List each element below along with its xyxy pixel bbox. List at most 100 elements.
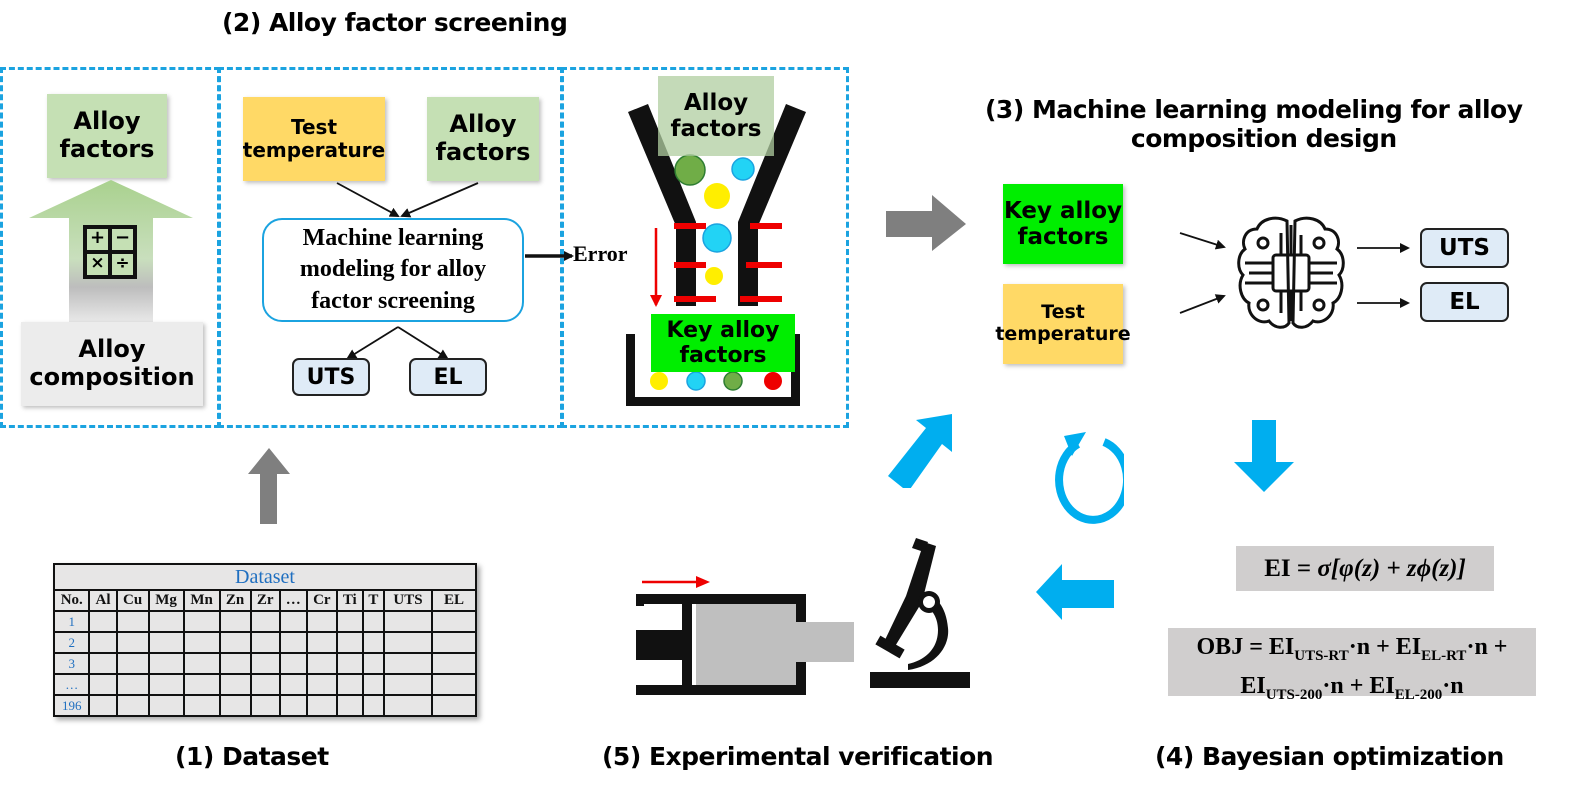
- table-cell: [218, 673, 252, 696]
- ei-formula: EI = σ[φ(z) + zϕ(z)]: [1236, 546, 1494, 591]
- column-header: Mn: [182, 589, 221, 612]
- column-header: Zn: [218, 589, 252, 612]
- alloy-factors-line2: factors: [59, 135, 155, 163]
- table-cell: [115, 694, 150, 717]
- refresh-cycle-icon: [1055, 432, 1124, 524]
- table-cell: [115, 610, 150, 633]
- blue-down-arrow: [1234, 420, 1294, 492]
- table-row: 3: [52, 652, 477, 675]
- funnel-left-wall: [628, 104, 696, 306]
- funnel-bottom-line2: factors: [679, 343, 767, 368]
- column-header: Mg: [147, 589, 185, 612]
- obj-term-base: EI: [1369, 672, 1395, 699]
- sieve-bar: [746, 262, 782, 268]
- calculator-icon: + − × ÷: [82, 224, 138, 280]
- calc-times: ×: [90, 253, 105, 273]
- table-cell: [182, 694, 221, 717]
- section-title-ml-line1: (3) Machine learning modeling for alloy: [985, 95, 1523, 124]
- column-header: EL: [431, 589, 477, 612]
- table-cell: [249, 673, 281, 696]
- table-cell: [335, 631, 364, 654]
- objective-formula-line2: EIUTS-200·n + EIEL-200·n: [1168, 671, 1536, 710]
- table-cell: [431, 673, 477, 696]
- column-header: No.: [52, 589, 91, 612]
- obj-term-base: EI: [1240, 672, 1266, 699]
- column-header: Cu: [115, 589, 150, 612]
- calc-divide: ÷: [115, 253, 130, 273]
- table-cell: [218, 652, 252, 675]
- column-header: Ti: [335, 589, 364, 612]
- container-right-wall: [791, 334, 800, 404]
- section-title-ml-line2: composition design: [1130, 124, 1397, 153]
- microscope-icon: [870, 538, 970, 688]
- el-output-box-screening: EL: [409, 358, 487, 396]
- particle-cyan: [731, 157, 755, 181]
- table-cell: [431, 631, 477, 654]
- particle-cyan: [686, 371, 706, 391]
- sieve-bar: [674, 262, 706, 268]
- section-title-bayesian-optimization: (4) Bayesian optimization: [1155, 742, 1504, 771]
- table-cell: [361, 610, 386, 633]
- table-cell: [147, 610, 185, 633]
- ai-brain-chip-icon: [1237, 216, 1345, 329]
- table-cell: [383, 631, 433, 654]
- calc-plus: +: [89, 227, 106, 248]
- table-cell: [383, 610, 433, 633]
- table-cell: [249, 610, 281, 633]
- table-cell: [335, 652, 364, 675]
- table-cell: [278, 652, 308, 675]
- table-cell: [88, 610, 118, 633]
- table-cell: [88, 652, 118, 675]
- table-cell: [249, 631, 281, 654]
- ei-formula-rhs: σ[φ(z) + zϕ(z)]: [1317, 555, 1466, 582]
- table-cell: [147, 694, 185, 717]
- table-cell: [305, 694, 338, 717]
- table-cell: [335, 610, 364, 633]
- particle-yellow: [705, 267, 723, 285]
- column-header: …: [278, 589, 308, 612]
- table-cell: [305, 673, 338, 696]
- blue-left-arrow: [1036, 564, 1114, 620]
- table-cell: [88, 631, 118, 654]
- ml-box-line1: Machine learning: [302, 225, 484, 252]
- row-number: 2: [52, 631, 91, 654]
- table-cell: [305, 652, 338, 675]
- table-cell: [361, 694, 386, 717]
- table-cell: [431, 694, 477, 717]
- table-row: …: [52, 673, 477, 696]
- table-cell: [115, 673, 150, 696]
- table-row: 1: [52, 610, 477, 633]
- test-temp-modeling-line1: Test: [1041, 301, 1085, 324]
- arrow-key-to-brain: [1179, 232, 1226, 250]
- row-number: 1: [52, 610, 91, 633]
- section-title-ml-modeling: (3) Machine learning modeling for alloy …: [985, 95, 1523, 153]
- el-output-box: EL: [1420, 282, 1509, 322]
- container-bottom: [626, 397, 800, 406]
- ml-box-line3: factor screening: [311, 287, 475, 314]
- dataset-header-row: No. Al Cu Mg Mn Zn Zr … Cr Ti T UTS EL: [52, 589, 477, 612]
- table-cell: [182, 673, 221, 696]
- alloy-factors-input-line2: factors: [435, 138, 531, 166]
- table-cell: [218, 694, 252, 717]
- table-cell: [361, 652, 386, 675]
- table-cell: [361, 673, 386, 696]
- row-number: …: [52, 673, 91, 696]
- table-row: 196: [52, 694, 477, 717]
- table-cell: [335, 673, 364, 696]
- table-cell: [182, 652, 221, 675]
- sieve-bar: [674, 296, 716, 302]
- table-cell: [249, 652, 281, 675]
- gray-up-arrow: [248, 448, 290, 524]
- panel-3-border: [561, 67, 849, 428]
- section-title-experimental-verification: (5) Experimental verification: [602, 742, 994, 771]
- arrow-temp-to-brain: [1179, 294, 1226, 314]
- table-cell: [305, 631, 338, 654]
